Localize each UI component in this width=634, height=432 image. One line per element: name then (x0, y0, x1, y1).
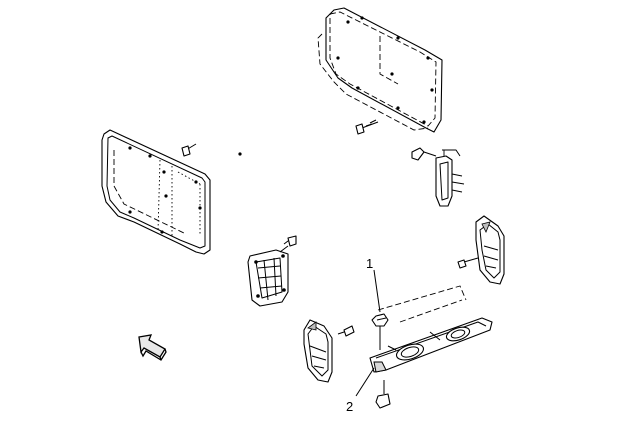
scuff-plate-trim (369, 285, 493, 373)
retainer-clip-icon (411, 147, 437, 161)
trim-bracket (247, 249, 289, 307)
upper-side-retainer (435, 149, 465, 207)
trim-foot-clip-icon (375, 380, 391, 409)
left-floor-vent-panel (303, 319, 333, 383)
door-panel-clip-icon (181, 143, 197, 157)
front-direction-arrow-icon (138, 334, 167, 361)
vent-panel-screw-icon (457, 257, 479, 269)
leader-line-1 (373, 269, 381, 313)
left-door-trim-panel (101, 129, 242, 255)
callout-2: 2 (346, 399, 353, 414)
right-side-vent-panel (475, 215, 505, 285)
floor-vent-screw-icon (337, 325, 355, 337)
callout-1: 1 (366, 256, 373, 271)
push-clip-part-1 (371, 313, 389, 350)
upper-panel-screw-icon (355, 119, 379, 135)
bracket-screw-icon (279, 235, 297, 253)
upper-rear-trim-panel (317, 7, 443, 133)
leader-line-2 (355, 367, 375, 397)
